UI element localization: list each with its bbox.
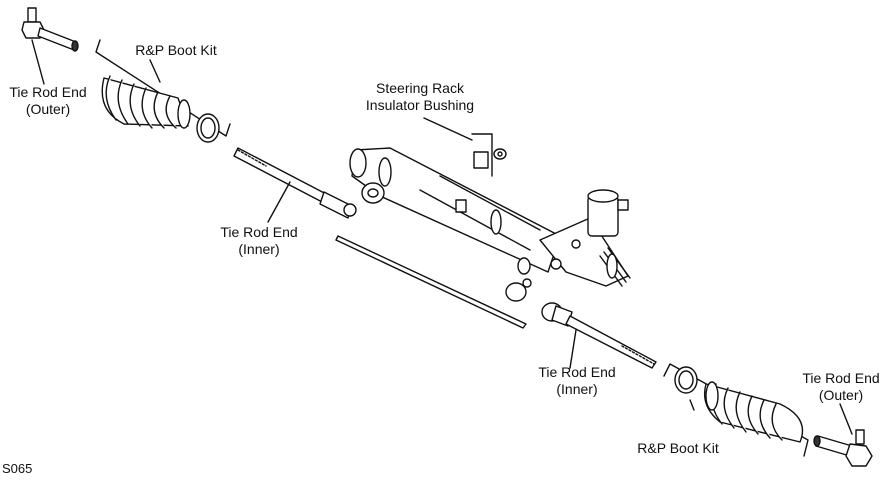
rack-housing: [349, 147, 561, 275]
leader-outer-left: [31, 39, 45, 85]
outer-tie-rod-end-right: [813, 429, 873, 467]
label-rp-boot-kit-bottom: R&P Boot Kit: [637, 440, 719, 456]
bushing-bracket: [471, 133, 493, 177]
outer-tie-rod-end-left: [21, 7, 79, 52]
boot-bellows-bottom: [703, 381, 804, 443]
long-rod: [335, 235, 527, 329]
label-tie-rod-end-outer-right: Tie Rod End (Outer): [802, 370, 880, 403]
center-clamp: [505, 282, 527, 302]
inner-tie-rod-left: [233, 147, 357, 219]
diagram-code: S065: [2, 461, 33, 476]
label-tie-rod-end-inner-right: Tie Rod End (Inner): [538, 364, 616, 397]
label-tie-rod-end-inner-left: Tie Rod End (Inner): [220, 224, 298, 257]
label-steering-rack-insulator-bushing: Steering Rack Insulator Bushing: [365, 80, 475, 113]
valve-body: [539, 189, 631, 287]
label-tie-rod-end-outer-left: Tie Rod End (Outer): [9, 84, 87, 117]
label-rp-boot-kit-top: R&P Boot Kit: [135, 42, 217, 58]
insulator-bushing: [473, 148, 507, 169]
inner-tie-rod-right: [541, 302, 657, 369]
boot-bellows-top: [101, 75, 191, 129]
